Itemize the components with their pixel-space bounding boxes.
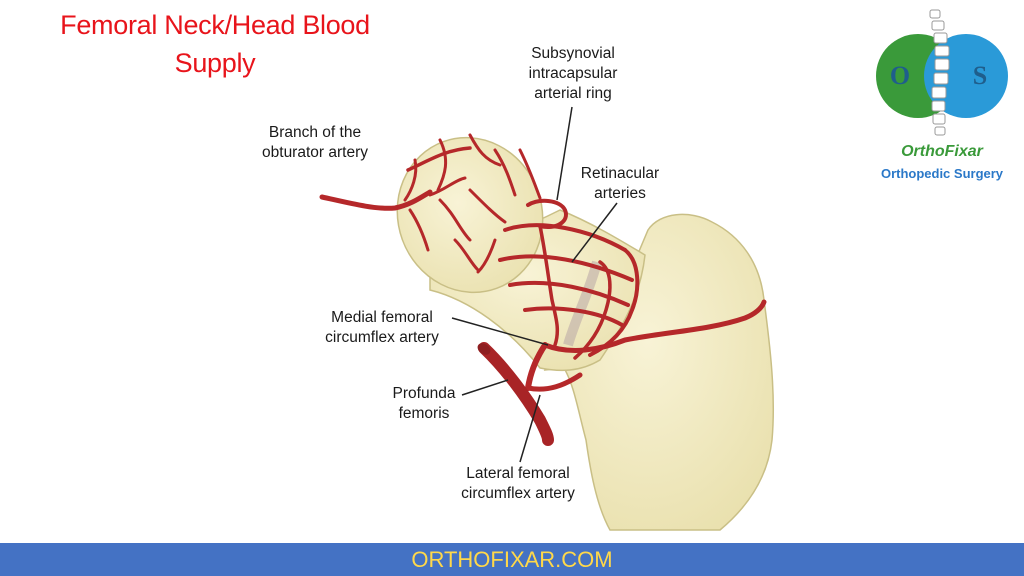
label-lateral-circumflex: Lateral femoral circumflex artery	[461, 465, 575, 502]
orthofixar-logo: O S	[876, 9, 1008, 136]
logo-name: OrthoFixar	[901, 143, 983, 160]
label-subsynovial: Subsynovial intracapsular arterial ring	[528, 45, 618, 102]
arteries	[319, 133, 767, 446]
logo-letter-s: S	[973, 61, 987, 90]
spine-icon	[929, 9, 950, 136]
femur-blood-supply-diagram	[319, 106, 775, 531]
page-title: Femoral Neck/Head Blood Supply	[60, 10, 370, 78]
footer-bar: ORTHOFIXAR.COM	[0, 543, 1024, 576]
label-obturator-branch: Branch of the obturator artery	[262, 124, 368, 161]
logo-subtitle: Orthopedic Surgery	[880, 166, 1004, 181]
label-retinacular: Retinacular arteries	[580, 165, 660, 202]
label-medial-circumflex: Medial femoral circumflex artery	[325, 309, 439, 346]
footer-link[interactable]: ORTHOFIXAR.COM	[411, 547, 613, 572]
label-profunda-femoris: Profunda femoris	[392, 385, 456, 422]
logo-letter-o: O	[890, 61, 910, 90]
leader-lines	[451, 106, 618, 463]
femur-bone	[396, 136, 775, 531]
